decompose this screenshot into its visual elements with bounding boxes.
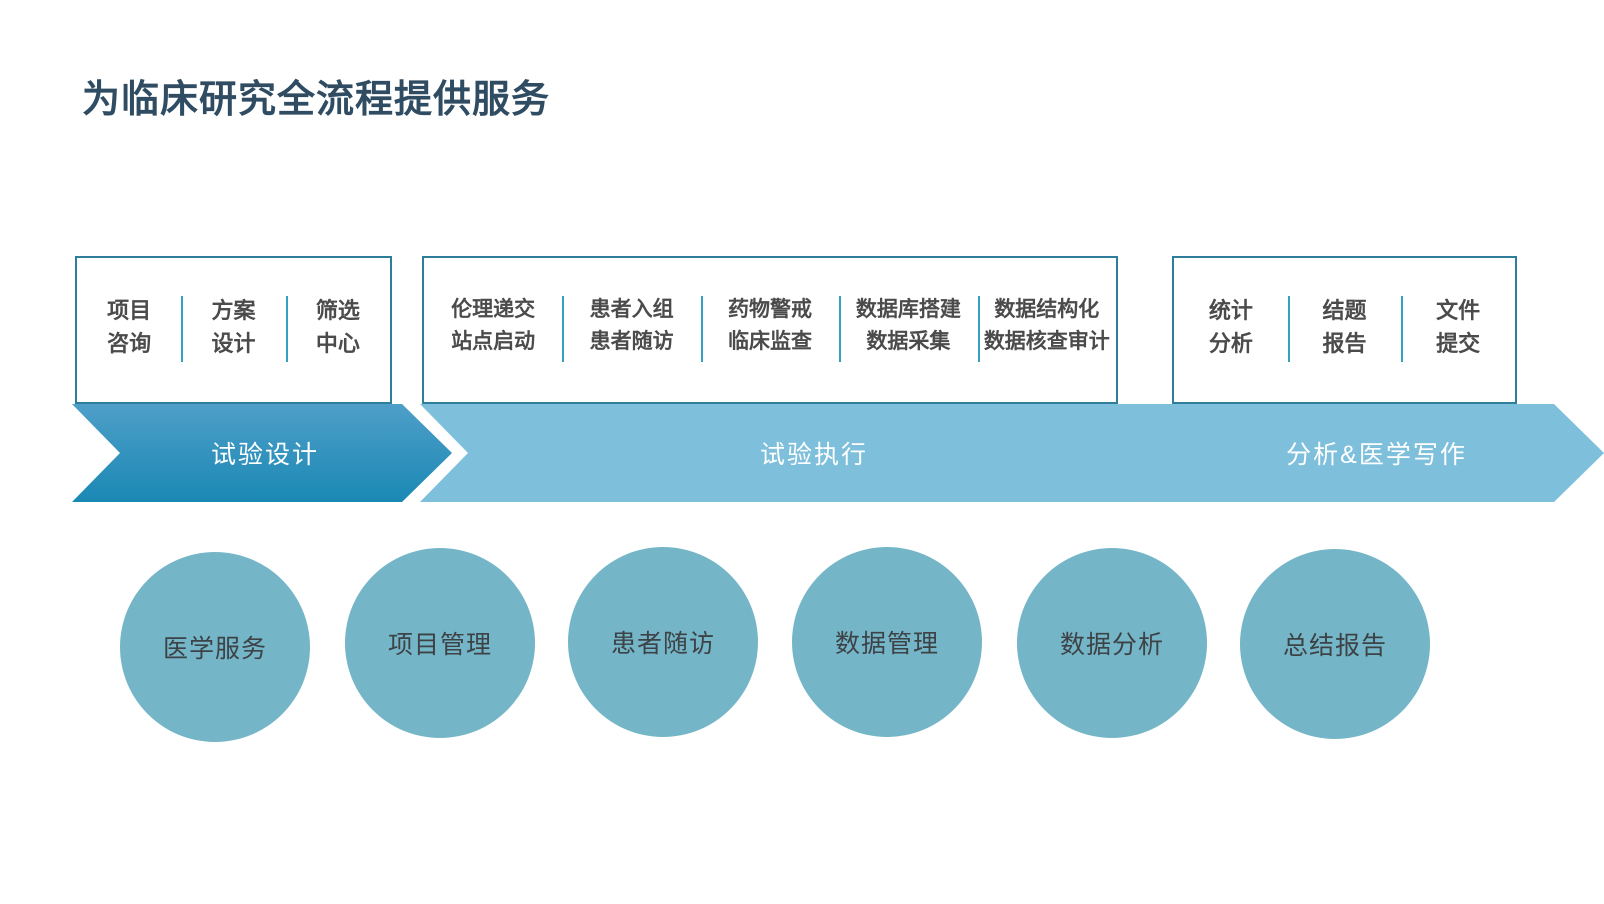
detail-columns: 项目 咨询 方案 设计 筛选 中心 (77, 258, 390, 402)
detail-item-line2: 提交 (1436, 331, 1481, 357)
service-circle[interactable]: 项目管理 (345, 548, 535, 738)
chevron-shape-design (72, 404, 452, 502)
service-circle-label: 数据分析 (1059, 631, 1164, 659)
detail-item-line1: 数据库搭建 (855, 298, 961, 321)
detail-item[interactable]: 患者入组 患者随访 (562, 294, 700, 362)
detail-item[interactable]: 项目 咨询 (77, 294, 181, 361)
detail-item-line1: 文件 (1436, 298, 1481, 323)
detail-columns: 统计 分析 结题 报告 文件 提交 (1174, 258, 1515, 402)
service-circle-label: 患者随访 (610, 630, 715, 658)
detail-item-line2: 临床监查 (728, 329, 812, 353)
stage-detail-box-analysis: 统计 分析 结题 报告 文件 提交 (1172, 256, 1517, 404)
detail-item-line1: 伦理递交 (451, 298, 536, 321)
service-circle[interactable]: 患者随访 (568, 547, 758, 737)
detail-item[interactable]: 方案 设计 (181, 294, 285, 362)
service-circle[interactable]: 数据分析 (1017, 548, 1207, 738)
detail-item-line2: 设计 (211, 331, 256, 357)
chevron-shape-execution (420, 404, 1202, 502)
stage-detail-box-execution: 伦理递交 站点启动 患者入组 患者随访 药物警戒 临床监查 数据库搭建 数据采集… (422, 256, 1118, 404)
detail-item-line1: 项目 (107, 298, 152, 323)
service-circle-label: 总结报告 (1282, 632, 1387, 660)
detail-item-line2: 中心 (315, 331, 360, 357)
stage-band-execution[interactable]: 试验执行 (420, 404, 1202, 502)
detail-item-line2: 咨询 (107, 331, 152, 357)
detail-item-line2: 数据采集 (866, 329, 951, 353)
detail-item-line1: 统计 (1208, 298, 1253, 323)
chevron-shape-analysis (1143, 404, 1604, 502)
detail-columns: 伦理递交 站点启动 患者入组 患者随访 药物警戒 临床监查 数据库搭建 数据采集… (424, 258, 1116, 402)
detail-item-line2: 数据核查审计 (983, 329, 1110, 353)
detail-item[interactable]: 统计 分析 (1174, 294, 1288, 361)
service-circle-label: 医学服务 (162, 635, 267, 663)
detail-item-line1: 患者入组 (589, 298, 674, 321)
service-circle-label: 数据管理 (834, 630, 939, 658)
detail-item[interactable]: 伦理递交 站点启动 (424, 294, 562, 358)
page-title: 为临床研究全流程提供服务 (82, 79, 551, 121)
detail-item-line1: 数据结构化 (994, 298, 1100, 321)
detail-item-line2: 报告 (1322, 331, 1367, 357)
detail-item[interactable]: 数据结构化 数据核查审计 (977, 294, 1116, 362)
service-circle[interactable]: 数据管理 (792, 547, 982, 737)
detail-item-line2: 患者随访 (589, 329, 674, 353)
detail-item-line2: 站点启动 (451, 329, 536, 353)
detail-item-line1: 方案 (211, 298, 256, 323)
service-circle[interactable]: 总结报告 (1240, 549, 1430, 739)
service-circle[interactable]: 医学服务 (120, 552, 310, 742)
detail-item[interactable]: 数据库搭建 数据采集 (839, 294, 977, 362)
detail-item[interactable]: 药物警戒 临床监查 (700, 294, 839, 362)
detail-item-line1: 筛选 (315, 298, 360, 323)
service-circle-label: 项目管理 (387, 631, 492, 659)
detail-item[interactable]: 结题 报告 (1287, 294, 1402, 362)
detail-item-line1: 药物警戒 (728, 298, 812, 321)
stage-detail-box-design: 项目 咨询 方案 设计 筛选 中心 (75, 256, 392, 404)
stage-band-analysis[interactable]: 分析&医学写作 (1143, 404, 1604, 502)
detail-item-line1: 结题 (1322, 298, 1367, 323)
detail-item[interactable]: 筛选 中心 (285, 294, 390, 362)
stage-band-design[interactable]: 试验设计 (72, 404, 452, 502)
detail-item-line2: 分析 (1208, 331, 1253, 357)
detail-item[interactable]: 文件 提交 (1401, 294, 1515, 362)
